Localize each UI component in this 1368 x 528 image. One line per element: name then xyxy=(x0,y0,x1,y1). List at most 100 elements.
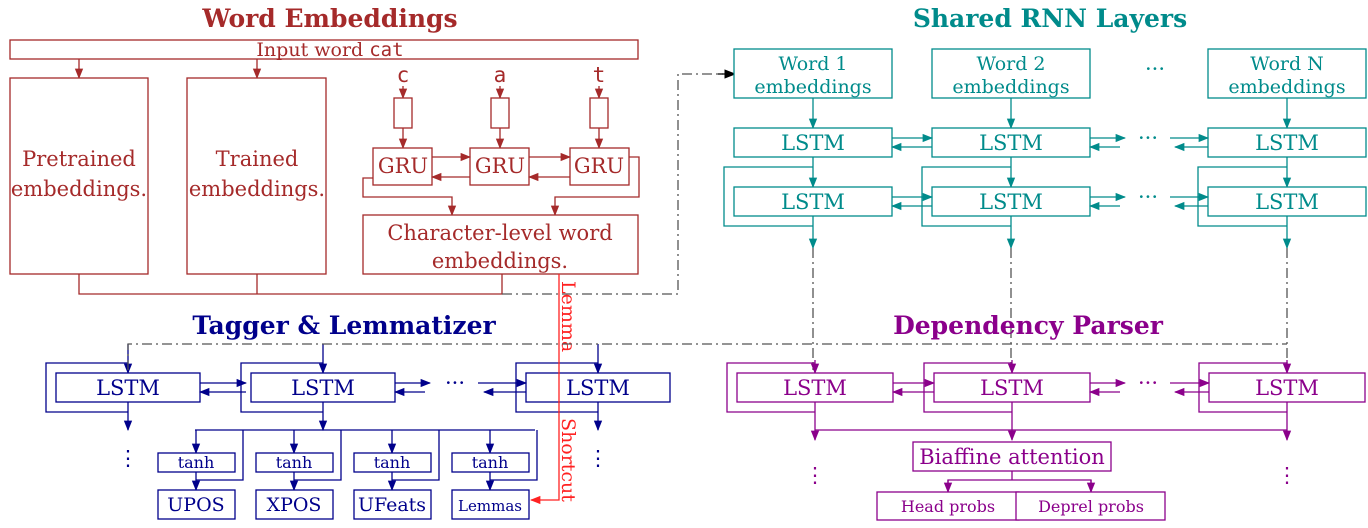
char-embedding-column-c xyxy=(393,86,413,150)
gru-out-right xyxy=(550,156,640,217)
connector-embeddings-to-rnn xyxy=(502,73,723,295)
char-vector-a xyxy=(490,97,510,129)
parser-title: Dependency Parser xyxy=(893,311,1164,340)
char-embedding-column-a xyxy=(490,86,510,150)
gru-label-1: GRU xyxy=(378,154,428,178)
output-label: Lemmas xyxy=(458,497,522,515)
lstm1-box-1 xyxy=(733,127,893,158)
gru-label-3: GRU xyxy=(574,154,624,178)
gru-label-2: GRU xyxy=(475,154,525,178)
word-embedding-sublabel-1: embeddings xyxy=(754,76,871,98)
tagger-title: Tagger & Lemmatizer xyxy=(192,311,496,340)
head-probs-label: Head probs xyxy=(901,497,995,516)
lstm1-label: LSTM xyxy=(781,131,845,155)
output-box xyxy=(451,489,530,520)
trained-label-line1: Trained xyxy=(216,147,299,171)
gru-box-3 xyxy=(569,147,630,186)
parser-residual-loop xyxy=(1198,362,1287,413)
lstm1-box-3 xyxy=(1207,127,1367,158)
deprel-probs-box xyxy=(1015,491,1166,521)
lemma-shortcut-label-bottom: Shortcut xyxy=(557,418,579,502)
tanh-label: tanh xyxy=(178,453,215,472)
shared-rnn-section: Shared RNN Layers ··· Word 1embeddingsLS… xyxy=(723,4,1367,370)
char-vector-c xyxy=(393,97,413,129)
parser-residual-loop xyxy=(726,362,815,413)
word-embedding-sublabel-3: embeddings xyxy=(1228,76,1345,98)
tanh-label: tanh xyxy=(374,453,411,472)
skip-to-output xyxy=(490,430,538,481)
tagger-lstm-box-3 xyxy=(525,372,671,403)
parser-lstm-box-3 xyxy=(1208,372,1366,403)
parser-vdots: ⋮ xyxy=(805,463,826,487)
tagger-lstm-label: LSTM xyxy=(291,376,355,400)
parser-ellipsis: ··· xyxy=(1138,371,1158,395)
char-level-embeddings-box xyxy=(362,214,639,275)
tagger-lstm-label: LSTM xyxy=(96,376,160,400)
tagger-column-3: LSTM ⋮ xyxy=(515,344,671,470)
char-level-label-line1: Character-level word xyxy=(387,221,612,245)
tagger-lstm-box-2 xyxy=(250,372,396,403)
lstm1-box-2 xyxy=(931,127,1091,158)
parser-column-3: LSTM⋮ xyxy=(1198,360,1366,487)
output-label: UPOS xyxy=(167,494,224,516)
tagger-residual-loop xyxy=(240,362,323,413)
tagger-vdots: ⋮ xyxy=(588,446,609,470)
lstm-ellipsis: ··· xyxy=(1138,185,1158,209)
word-embedding-box-2 xyxy=(931,48,1091,99)
input-word-box xyxy=(9,39,639,60)
parser-lstm-label: LSTM xyxy=(783,376,847,400)
tagger-vdots: ⋮ xyxy=(118,446,139,470)
input-word-label: Input word cat xyxy=(256,39,403,61)
char-t: t xyxy=(593,63,606,87)
tagger-residual-loop xyxy=(515,362,598,413)
lstm2-label: LSTM xyxy=(979,190,1043,214)
parser-column-2: LSTM xyxy=(923,360,1091,442)
biaffine-split xyxy=(947,479,1092,490)
lstm1-label: LSTM xyxy=(1255,131,1319,155)
char-vector-t xyxy=(589,97,609,129)
pretrained-label-line1: Pretrained xyxy=(22,147,136,171)
skip-to-output xyxy=(392,430,440,481)
shared-rnn-title: Shared RNN Layers xyxy=(913,4,1187,33)
output-box xyxy=(157,489,236,520)
lemma-shortcut-line xyxy=(529,274,560,505)
parser-lstm-label: LSTM xyxy=(1255,376,1319,400)
char-a: a xyxy=(494,63,507,87)
tanh-label: tanh xyxy=(472,453,509,472)
lemma-shortcut-label-top: Lemma xyxy=(557,281,579,352)
residual-loop xyxy=(723,166,813,227)
tanh-label: tanh xyxy=(276,453,313,472)
char-embedding-column-t xyxy=(589,86,609,150)
lstm-ellipsis: ··· xyxy=(1138,126,1158,150)
skip-to-output xyxy=(294,430,342,481)
output-box xyxy=(255,489,334,520)
deprel-probs-label: Deprel probs xyxy=(1038,497,1144,516)
lstm2-box-2 xyxy=(931,186,1091,217)
word-embedding-sublabel-2: embeddings xyxy=(952,76,1069,98)
parser-column-1: LSTM ⋮ xyxy=(726,360,894,487)
tagger-lstm-box-1 xyxy=(55,372,201,403)
lstm2-label: LSTM xyxy=(781,190,845,214)
tagger-column-2: LSTM xyxy=(240,344,396,413)
char-level-label-line2: embeddings. xyxy=(432,249,568,273)
gru-out-left xyxy=(362,177,457,217)
lstm1-label: LSTM xyxy=(979,131,1043,155)
tagger-lstm-label: LSTM xyxy=(566,376,630,400)
gru-box-1 xyxy=(372,147,433,186)
output-label: XPOS xyxy=(267,494,322,516)
lstm2-box-1 xyxy=(733,186,893,217)
dashdot-feed-tagger xyxy=(127,343,1287,370)
lstm2-box-3 xyxy=(1207,186,1367,217)
word-embedding-label-2: Word 2 xyxy=(976,53,1045,75)
gru-box-2 xyxy=(469,147,530,186)
